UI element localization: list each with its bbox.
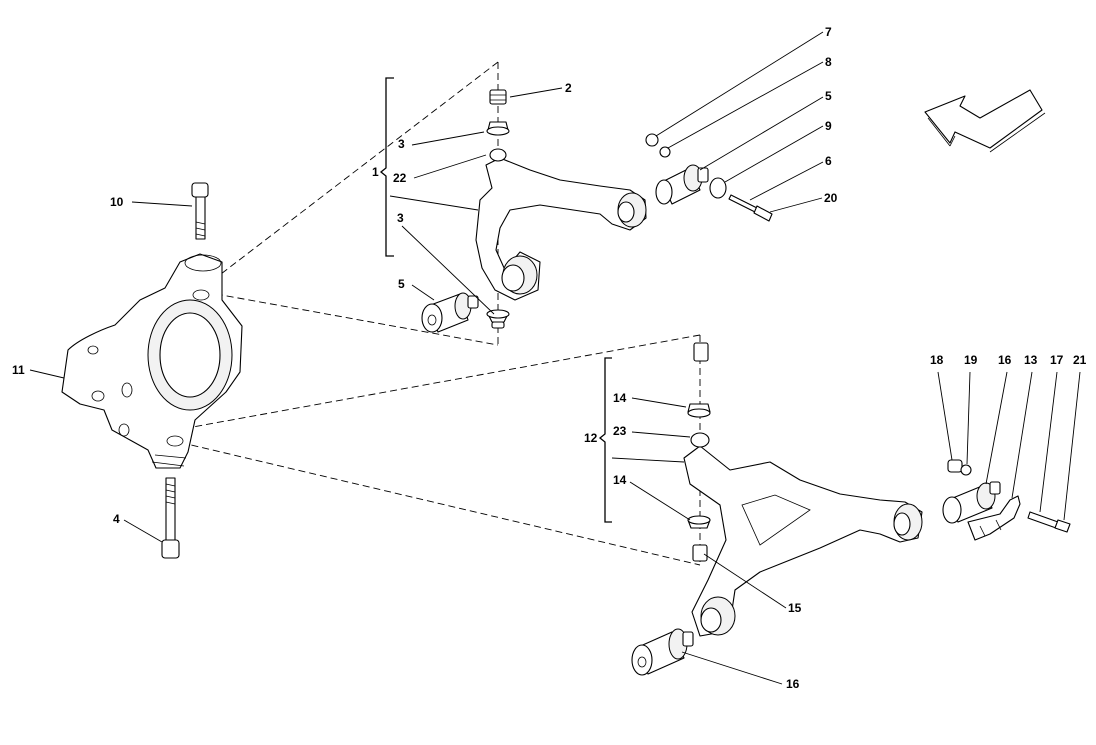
lower-arm-bracket [598, 357, 612, 523]
callout-14-lower: 14 [613, 473, 627, 487]
lower-wishbone [683, 445, 923, 637]
upper-right-hardware [645, 133, 773, 222]
callout-7: 7 [825, 25, 832, 39]
callout-23: 23 [613, 424, 627, 438]
callout-10: 10 [110, 195, 124, 209]
lower-bushing-stack [687, 342, 711, 562]
callout-17: 17 [1050, 353, 1064, 367]
upper-bushing-stack [486, 89, 510, 329]
callout-18: 18 [930, 353, 944, 367]
callout-5-right: 5 [825, 89, 832, 103]
callout-21: 21 [1073, 353, 1087, 367]
callout-3-lower: 3 [397, 211, 404, 225]
bolt-4 [161, 477, 180, 559]
callout-19: 19 [964, 353, 978, 367]
callout-14-upper: 14 [613, 391, 627, 405]
callout-6: 6 [825, 154, 832, 168]
callout-11: 11 [12, 363, 25, 377]
callout-2: 2 [565, 81, 572, 95]
callout-labels: 1 2 3 22 3 5 7 8 5 9 6 20 10 11 4 14 12 … [12, 25, 1087, 691]
bushing-5-left [421, 292, 479, 333]
direction-arrow-icon [924, 89, 1046, 153]
callout-4: 4 [113, 512, 120, 526]
lower-right-hardware [942, 459, 1071, 541]
hub-carrier [61, 253, 243, 469]
leader-lines [29, 31, 1081, 685]
callout-16-lower: 16 [786, 677, 800, 691]
callout-8: 8 [825, 55, 832, 69]
assembly-lines [164, 61, 701, 566]
upper-wishbone [475, 157, 647, 301]
callout-20: 20 [824, 191, 838, 205]
bolt-10 [191, 182, 209, 240]
callout-22: 22 [393, 171, 407, 185]
callout-9: 9 [825, 119, 832, 133]
callout-16-right: 16 [998, 353, 1012, 367]
callout-1: 1 [372, 165, 379, 179]
callout-5-left: 5 [398, 277, 405, 291]
upper-arm-bracket [379, 77, 394, 257]
callout-3-upper: 3 [398, 137, 405, 151]
callout-15: 15 [788, 601, 802, 615]
bushing-16-lower [631, 628, 694, 676]
callout-13: 13 [1024, 353, 1038, 367]
callout-12: 12 [584, 431, 598, 445]
